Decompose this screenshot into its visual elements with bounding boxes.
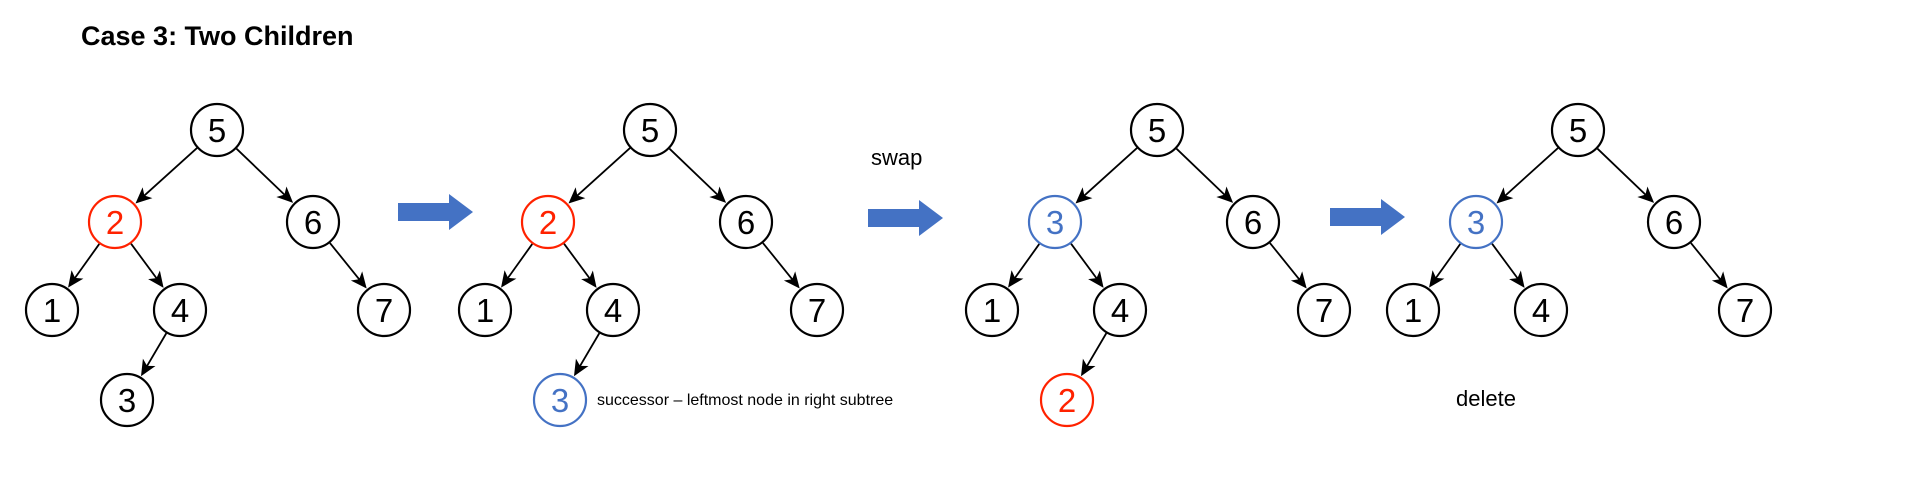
tree-after-delete-edge-L-LR (1491, 243, 1525, 288)
tree-successor-found-edge-LR-LRL (573, 332, 601, 377)
tree-after-delete-node-RR-value: 7 (1736, 292, 1754, 329)
tree-after-swap-node-RR-value: 7 (1315, 292, 1333, 329)
tree-after-delete: 5 3 6 1 4 7 (1385, 102, 1773, 338)
tree-initial-node-root-circle (189, 102, 245, 158)
tree-successor-found-node-R-circle (718, 194, 774, 250)
tree-after-delete-node-R-value: 6 (1665, 204, 1683, 241)
tree-after-swap-node-RR-circle (1296, 282, 1352, 338)
swap-label: swap (871, 145, 923, 170)
tree-initial-node-R-circle (285, 194, 341, 250)
tree-after-swap-node-root-value: 5 (1148, 112, 1166, 149)
tree-initial-node-R-value: 6 (304, 204, 322, 241)
tree-after-delete-node-LR-value: 4 (1532, 292, 1550, 329)
tree-successor-found-node-LR-value: 4 (604, 292, 622, 329)
tree-after-swap-node-root-circle (1129, 102, 1185, 158)
tree-after-swap-node-LRL-value: 2 (1058, 382, 1076, 419)
trees-layer: 5 2 6 1 4 7 3 5 2 6 1 4 7 3 5 3 6 1 4 7 2 5 3 6 1 4 7 (24, 102, 1773, 428)
page-title: Case 3: Two Children (81, 21, 354, 51)
tree-after-swap-node-LRL-circle (1039, 372, 1095, 428)
tree-successor-found-edge-L-LR (563, 243, 597, 288)
step-arrows-layer (398, 194, 1405, 236)
tree-successor-found-node-LL-circle (457, 282, 513, 338)
tree-successor-found-node-LRL-circle (532, 372, 588, 428)
tree-after-delete-edge-root-R (1596, 148, 1655, 203)
tree-initial-node-LRL-value: 3 (118, 382, 136, 419)
tree-initial-node-LRL-circle (99, 372, 155, 428)
tree-after-delete-node-RR-circle (1717, 282, 1773, 338)
tree-successor-found-node-L-value: 2 (539, 204, 557, 241)
tree-successor-found-node-LRL-value: 3 (551, 382, 569, 419)
tree-initial-node-LR-circle (152, 282, 208, 338)
tree-after-swap-edge-L-LR (1070, 243, 1104, 288)
tree-initial-node-L-circle (87, 194, 143, 250)
tree-initial-edge-R-RR (329, 242, 367, 289)
block-arrow-right-icon-2 (868, 200, 943, 236)
tree-after-delete-node-root-value: 5 (1569, 112, 1587, 149)
tree-after-swap-node-LR-value: 4 (1111, 292, 1129, 329)
tree-after-delete-node-LL-value: 1 (1404, 292, 1422, 329)
tree-after-delete-node-LR-circle (1513, 282, 1569, 338)
tree-successor-found-node-root-value: 5 (641, 112, 659, 149)
tree-after-swap-node-L-value: 3 (1046, 204, 1064, 241)
tree-successor-found-node-RR-value: 7 (808, 292, 826, 329)
tree-successor-found-edge-L-LL (501, 243, 534, 288)
tree-after-swap-edge-root-R (1175, 148, 1234, 203)
tree-initial-node-LL-circle (24, 282, 80, 338)
tree-after-delete-edge-root-L (1496, 147, 1559, 204)
tree-successor-found-node-R-value: 6 (737, 204, 755, 241)
tree-after-swap-node-LR-circle (1092, 282, 1148, 338)
tree-initial-edge-L-LR (130, 243, 164, 288)
tree-successor-found-edge-root-L (568, 147, 631, 204)
tree-initial-node-RR-circle (356, 282, 412, 338)
tree-after-swap-node-LL-circle (964, 282, 1020, 338)
tree-successor-found-node-LL-value: 1 (476, 292, 494, 329)
tree-after-swap-node-R-circle (1225, 194, 1281, 250)
tree-initial-node-L-value: 2 (106, 204, 124, 241)
tree-after-delete-node-L-value: 3 (1467, 204, 1485, 241)
tree-after-delete-node-L-circle (1448, 194, 1504, 250)
tree-initial-edge-root-L (135, 147, 198, 204)
tree-successor-found-node-LR-circle (585, 282, 641, 338)
tree-after-swap-node-L-circle (1027, 194, 1083, 250)
tree-after-delete-node-R-circle (1646, 194, 1702, 250)
tree-after-delete-edge-R-RR (1690, 242, 1728, 289)
tree-initial: 5 2 6 1 4 7 3 (24, 102, 412, 428)
tree-initial-node-LR-value: 4 (171, 292, 189, 329)
block-arrow-right-icon-3 (1330, 199, 1405, 235)
tree-initial-node-root-value: 5 (208, 112, 226, 149)
successor-note: successor – leftmost node in right subtr… (597, 392, 894, 409)
tree-initial-edge-root-R (235, 148, 294, 203)
tree-after-delete-node-root-circle (1550, 102, 1606, 158)
tree-successor-found-node-RR-circle (789, 282, 845, 338)
tree-initial-edge-L-LL (68, 243, 101, 288)
tree-after-swap-edge-root-L (1075, 147, 1138, 204)
tree-after-delete-node-LL-circle (1385, 282, 1441, 338)
tree-initial-node-LL-value: 1 (43, 292, 61, 329)
tree-initial-edge-LR-LRL (140, 332, 168, 377)
tree-successor-found-edge-root-R (668, 148, 727, 203)
tree-after-swap-edge-LR-LRL (1080, 332, 1108, 377)
tree-after-swap: 5 3 6 1 4 7 2 (964, 102, 1352, 428)
tree-after-swap-edge-L-LL (1008, 243, 1041, 288)
tree-after-delete-edge-L-LL (1429, 243, 1462, 288)
tree-initial-node-RR-value: 7 (375, 292, 393, 329)
tree-successor-found-node-root-circle (622, 102, 678, 158)
tree-after-swap-edge-R-RR (1269, 242, 1307, 289)
tree-after-swap-node-LL-value: 1 (983, 292, 1001, 329)
delete-label: delete (1456, 386, 1516, 411)
tree-successor-found-node-L-circle (520, 194, 576, 250)
tree-after-swap-node-R-value: 6 (1244, 204, 1262, 241)
tree-successor-found: 5 2 6 1 4 7 3 (457, 102, 845, 428)
block-arrow-right-icon-1 (398, 194, 473, 230)
tree-successor-found-edge-R-RR (762, 242, 800, 289)
